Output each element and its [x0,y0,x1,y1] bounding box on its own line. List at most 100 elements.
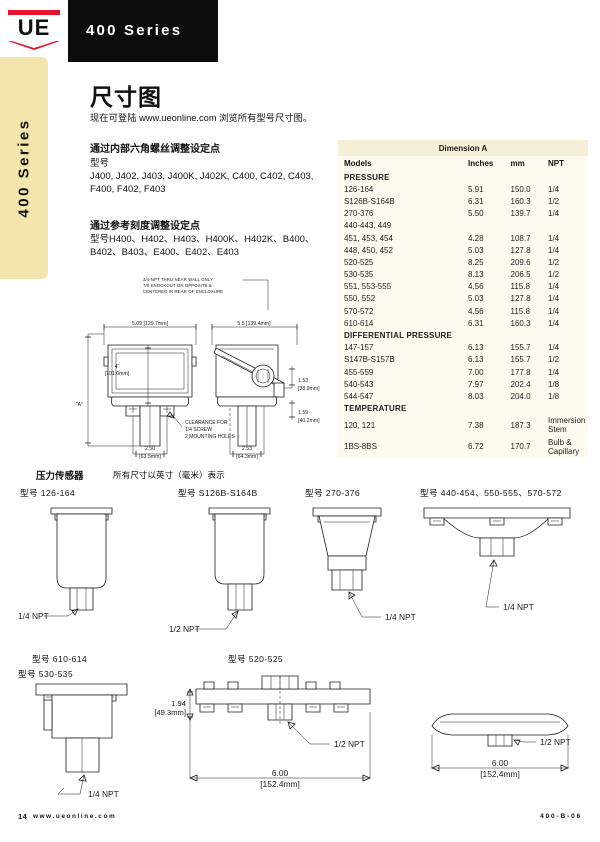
cell-mm: 139.7 [510,209,531,219]
clearance-note-1: CLEARANCE FOR [185,420,228,426]
cell-npt: Bulb & Capillary [548,437,580,456]
note-line: CENTERED IN REAR OF ENCLOSURE [143,289,224,294]
cell-model: 1BS-8BS [344,442,377,452]
cell-npt: 1/4 [548,343,560,353]
cell-inches: 6.31 [468,196,484,206]
front-bottom-dim-1: 2.50 [145,446,155,452]
cell-inches: 7.97 [468,379,484,389]
sensor-model-520-525: 型号 520-525 [228,654,284,664]
cell-npt: 1/4 [548,233,560,243]
col-mm: mm [510,159,525,168]
npt-label-270-376: 1/4 NPT [385,612,416,622]
sensor-model-s126b: 型号 S126B-S164B [178,488,258,498]
cell-mm: 160.3 [510,318,531,328]
note-line: 7/8 KNOCKOUT ON OPPOSITE & [143,283,212,288]
page-title: 尺寸图 [90,84,162,110]
side-dim-1b: [38.9mm] [298,386,320,392]
cell-mm: 108.7 [510,233,531,243]
cell-model: 610-614 [344,318,374,328]
footer-page-number: 14 [18,812,28,821]
cell-inches: 8.25 [468,257,484,267]
cell-mm: 202.4 [510,379,531,389]
cell-npt: 1/4 [548,282,560,292]
cell-model: 270-376 [344,209,374,219]
section2-heading: 通过参考刻度调整设定点 [90,221,200,232]
ue-logo: UE [0,0,68,62]
cell-inches: 4.28 [468,233,484,243]
cell-mm: 115.8 [510,282,530,292]
cell-model: 126-164 [344,184,374,194]
cell-inches: 5.03 [468,245,484,255]
cell-mm: 127.8 [510,245,531,255]
cell-inches: 5.03 [468,294,484,304]
cell-npt: 1/2 [548,270,560,280]
side-tab: 400 Series [0,57,48,279]
cell-model: 120, 121 [344,420,376,430]
cell-inches: 8.03 [468,391,484,401]
cell-inches: 6.72 [468,442,484,452]
cell-mm: 155.7 [510,355,531,365]
cell-mm: 150.0 [510,184,531,194]
clearance-note-3: 2 MOUNTING HOLES [185,434,235,440]
cell-model: 540-543 [344,379,374,389]
cell-inches: 5.50 [468,209,484,219]
cell-npt: 1/4 [548,318,560,328]
cell-mm: 115.8 [510,306,530,316]
front-height-dim-1: 4" [115,364,120,370]
side-bottom-dim-1: 2.53 [242,446,252,452]
side-dim-2a: 1.59 [298,410,308,416]
cell-inches: 4.56 [468,306,484,316]
footer-url[interactable]: www.ueonline.com [33,813,117,820]
logo-chevron-inner-icon [12,41,56,48]
col-models: Models [344,159,372,168]
cell-inches: 6.13 [468,343,484,353]
cell-mm: 170.7 [510,442,531,452]
npt-label-520-525: 1/2 NPT [334,739,365,749]
cell-mm: 209.6 [510,257,531,267]
cell-mm: 177.8 [510,367,531,377]
front-dim-a-label: "A" [76,402,83,408]
cell-model: 448, 450, 452 [344,245,393,255]
logo-letters: UE [17,15,51,40]
logo-red-bar-top [8,10,60,15]
page-subtitle: 现在可登陆 www.ueonline.com 浏览所有型号尺寸图。 [90,113,313,123]
cell-model: DIFFERENTIAL PRESSURE [344,331,453,341]
front-height-dim-2: [101.6mm] [105,371,130,377]
cell-inches: 7.00 [468,367,484,377]
cell-model: 455-559 [344,367,374,377]
cell-inches: 8.13 [468,270,484,280]
clearance-note-2: 1/4 SCREW [185,427,212,433]
table-row: DIFFERENTIAL PRESSURE [338,329,588,341]
cell-model: PRESSURE [344,172,390,182]
dim-600-right-b: [152,4mm] [480,769,520,779]
logo-graphic: UE [8,10,60,52]
dim-600-right-a: 6.00 [492,758,509,768]
side-width-dim: 5.5 [139.4mm] [237,321,271,327]
section2-models: 型号H400、H402、H403、H400K、H402K、B400、B402、B… [90,234,315,258]
cell-npt: 1/2 [548,355,560,365]
cell-mm: 127.8 [510,294,531,304]
dim-194-a: 1.94 [171,699,186,708]
pressure-sensor-heading: 压力传感器 [36,471,84,482]
cell-model: 440-443, 449 [344,221,392,231]
cell-mm: 155.7 [510,343,531,353]
cell-npt: 1/4 [548,209,560,219]
